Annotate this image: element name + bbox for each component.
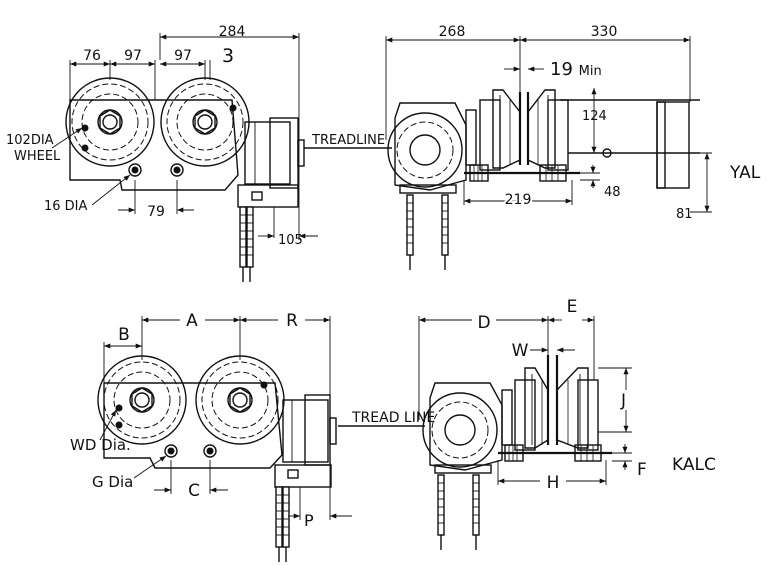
frame-bolt	[164, 444, 178, 458]
dim-19-label: 19 Min	[550, 59, 602, 80]
frame-bolt	[170, 163, 184, 177]
dim-97-left-label: 97	[124, 48, 142, 64]
dim-48-label: 48	[604, 185, 621, 200]
wheel-right	[160, 77, 250, 167]
dim-R-label: R	[286, 311, 298, 331]
model-label-kalc: KALC	[672, 455, 716, 475]
trolley-wheel	[527, 89, 556, 169]
trolley-wheel	[492, 89, 521, 169]
dim-A-label: A	[186, 311, 198, 331]
dim-C-label: C	[188, 481, 200, 501]
wheel-dia-label-line2: WHEEL	[14, 149, 61, 164]
dim-219-label: 219	[505, 192, 532, 208]
hand-chain	[239, 206, 247, 283]
drive-box	[274, 464, 332, 488]
dim-105-label: 105	[278, 233, 303, 248]
dim-97-right-label: 97	[174, 48, 192, 64]
motor-body	[422, 392, 498, 468]
wheel-left	[97, 355, 187, 445]
drive-box	[237, 184, 299, 208]
dim-3-label: 3	[222, 45, 234, 67]
dim-268-label: 268	[439, 24, 466, 40]
dim-76-label: 76	[83, 48, 101, 64]
dim-79-label: 79	[147, 204, 165, 220]
trolley-frame	[479, 99, 501, 171]
hand-chain	[437, 474, 445, 551]
wheel-dia-label: WD Dia.	[70, 436, 131, 454]
kalc-front-view: D E W J H F KALC	[418, 297, 716, 551]
motor-body	[387, 112, 463, 188]
dim-81-label: 81	[676, 207, 693, 222]
end-plate	[656, 101, 690, 189]
dim-H-label: H	[547, 473, 560, 493]
hand-chain	[441, 194, 449, 271]
dim-330-label: 330	[591, 24, 618, 40]
treadline-label: TREADLINE	[311, 133, 385, 148]
dim-B-label: B	[118, 325, 130, 345]
dim-W-label: W	[512, 341, 529, 361]
hand-chain	[246, 206, 254, 283]
model-label-yal: YAL	[729, 163, 761, 183]
hand-chain	[282, 486, 290, 563]
yal-front-view: 268 330 19 Min 124 219 48 81 YAL	[385, 24, 761, 271]
hole-dia-label: G Dia	[92, 473, 133, 491]
dim-F-label: F	[637, 460, 647, 480]
dim-284-label: 284	[219, 24, 246, 40]
dim-J-label: J	[620, 391, 626, 411]
wheel-right	[195, 355, 285, 445]
dim-D-label: D	[477, 313, 490, 333]
hand-chain	[275, 486, 283, 563]
dim-E-label: E	[567, 297, 578, 317]
wheel-dia-label-line1: 102DIA	[6, 133, 54, 148]
hand-chain	[406, 194, 414, 271]
yal-side-view: 284 76 97 97 3 102DIA WHEEL 16 DIA 79 10…	[6, 24, 392, 283]
side-frame-plate	[103, 382, 283, 469]
dim-P-label: P	[304, 511, 314, 530]
hand-chain	[472, 474, 480, 551]
frame-bolt	[203, 444, 217, 458]
wheel-left	[65, 77, 155, 167]
dim-124-label: 124	[582, 109, 607, 124]
hole-dia-label: 16 DIA	[44, 199, 88, 214]
frame-bolt	[128, 163, 142, 177]
gear-motor-housing	[244, 121, 291, 185]
treadline-label: TREAD LINE	[351, 410, 435, 426]
side-frame-plate	[69, 99, 239, 191]
kalc-side-view: A B R WD Dia. G Dia C P TREAD LINE	[70, 311, 435, 563]
